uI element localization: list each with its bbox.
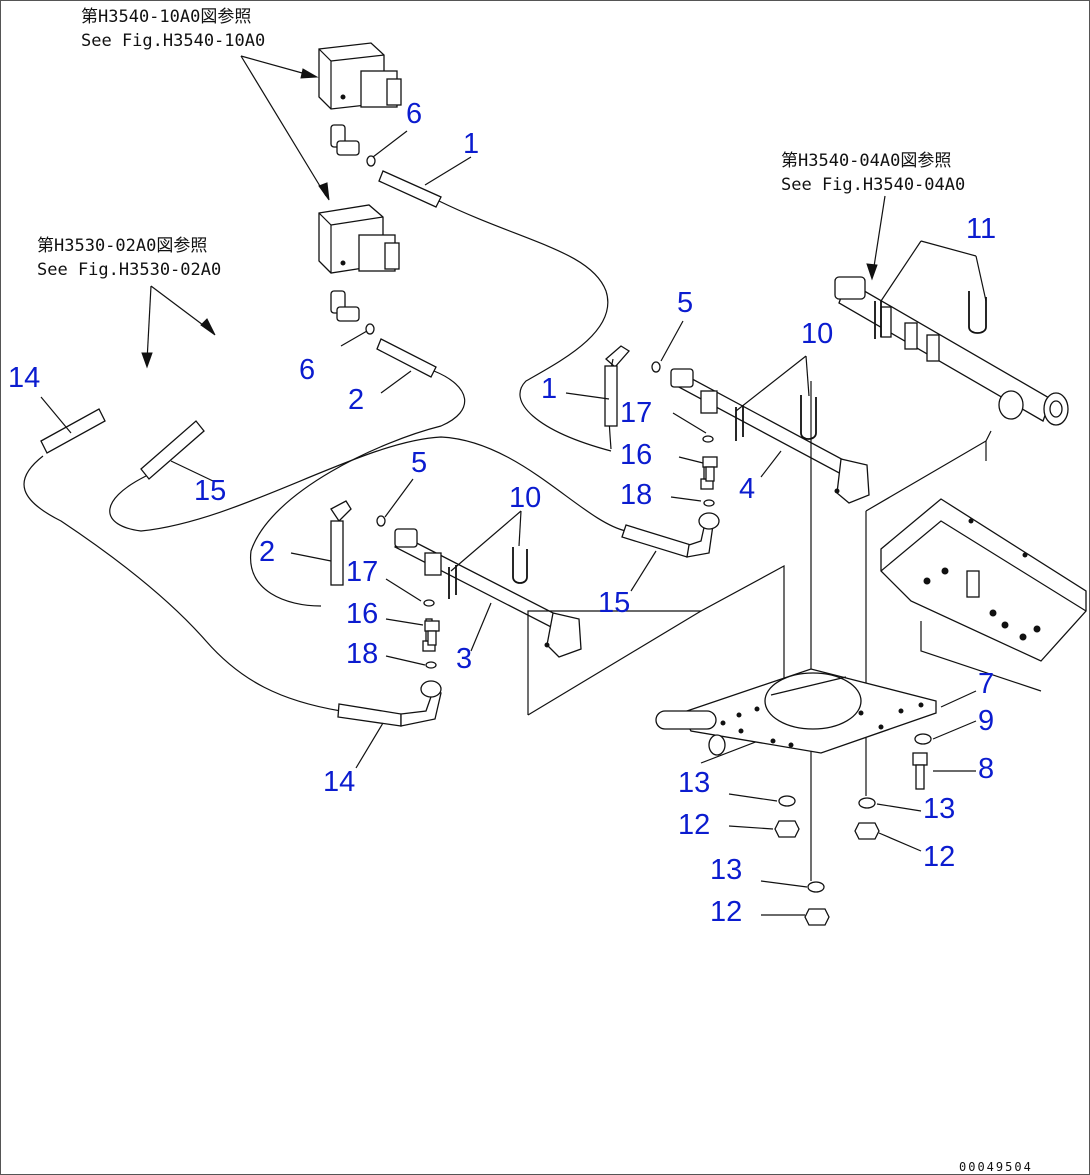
frame-bracket <box>880 498 1087 692</box>
svg-text:See Fig.H3540-10A0: See Fig.H3540-10A0 <box>81 31 265 51</box>
svg-text:第H3530-02A0図参照: 第H3530-02A0図参照 <box>37 236 207 256</box>
drawing-code: 00049504 <box>959 1160 1033 1174</box>
callout-labels: 6 1 11 5 10 6 2 14 1 17 16 4 18 15 5 10 … <box>8 98 996 928</box>
callout-18-upper: 18 <box>620 479 652 511</box>
callout-16-upper: 16 <box>620 439 652 471</box>
mounting-plate <box>655 668 937 756</box>
callout-12-right: 12 <box>923 841 955 873</box>
callout-2-upper: 2 <box>348 384 364 416</box>
reference-note-h3540-04a0: 第H3540-04A0図参照 See Fig.H3540-04A0 <box>781 151 965 195</box>
callout-14-bottom: 14 <box>323 766 355 798</box>
manifold-pipe-3 <box>394 528 582 658</box>
reference-note-h3530-02a0: 第H3530-02A0図参照 See Fig.H3530-02A0 <box>37 236 221 280</box>
valve-block-upper <box>318 42 402 110</box>
callout-8: 8 <box>978 753 994 785</box>
reference-note-h3540-10a0: 第H3540-10A0図参照 See Fig.H3540-10A0 <box>81 7 265 51</box>
manifold-pipe-11 <box>834 276 1069 426</box>
callout-6-lower: 6 <box>299 354 315 386</box>
valve-block-lower <box>318 204 400 274</box>
svg-text:第H3540-04A0図参照: 第H3540-04A0図参照 <box>781 151 951 171</box>
callout-14-left: 14 <box>8 362 40 394</box>
manifold-pipe-4 <box>670 368 870 504</box>
callout-4: 4 <box>739 473 755 505</box>
callout-15-left: 15 <box>194 475 226 507</box>
elbow-fitting-upper <box>330 124 360 156</box>
u-bolt-lower <box>448 547 528 599</box>
bolt-8 <box>912 752 928 790</box>
callout-15-right: 15 <box>598 587 630 619</box>
callout-13-right: 13 <box>923 793 955 825</box>
elbow-fitting-lower <box>330 290 360 322</box>
u-bolt-upper <box>735 395 817 441</box>
callout-5-lower: 5 <box>411 447 427 479</box>
callout-5-upper: 5 <box>677 287 693 319</box>
callout-17-lower: 17 <box>346 556 378 588</box>
callout-12-left: 12 <box>678 809 710 841</box>
callout-1-lower: 1 <box>541 373 557 405</box>
callout-2-lower: 2 <box>259 536 275 568</box>
callout-13-bottom: 13 <box>710 854 742 886</box>
check-fitting-lower <box>424 620 440 646</box>
callout-9: 9 <box>978 705 994 737</box>
callout-7: 7 <box>978 668 994 700</box>
svg-text:第H3540-10A0図参照: 第H3540-10A0図参照 <box>81 7 251 27</box>
washers <box>778 733 932 893</box>
o-rings <box>365 155 715 669</box>
hose-15 <box>109 420 720 558</box>
leader-lines <box>40 130 987 916</box>
callout-6-upper: 6 <box>406 98 422 130</box>
hose-14 <box>23 408 442 727</box>
hose-1 <box>378 170 630 452</box>
callout-10-upper: 10 <box>801 318 833 350</box>
hose-2 <box>250 338 466 607</box>
callout-11: 11 <box>966 213 996 245</box>
svg-text:See Fig.H3540-04A0: See Fig.H3540-04A0 <box>781 175 965 195</box>
nuts <box>774 820 880 926</box>
callout-1-upper: 1 <box>463 128 479 160</box>
callout-10-lower: 10 <box>509 482 541 514</box>
callout-17-upper: 17 <box>620 397 652 429</box>
u-bolt-manifold <box>874 291 987 339</box>
svg-text:See Fig.H3530-02A0: See Fig.H3530-02A0 <box>37 260 221 280</box>
callout-16-lower: 16 <box>346 598 378 630</box>
callout-3: 3 <box>456 643 472 675</box>
callout-13-left: 13 <box>678 767 710 799</box>
reference-arrows <box>141 55 886 369</box>
callout-18-lower: 18 <box>346 638 378 670</box>
callout-12-bottom: 12 <box>710 896 742 928</box>
check-fitting-upper <box>702 456 718 482</box>
